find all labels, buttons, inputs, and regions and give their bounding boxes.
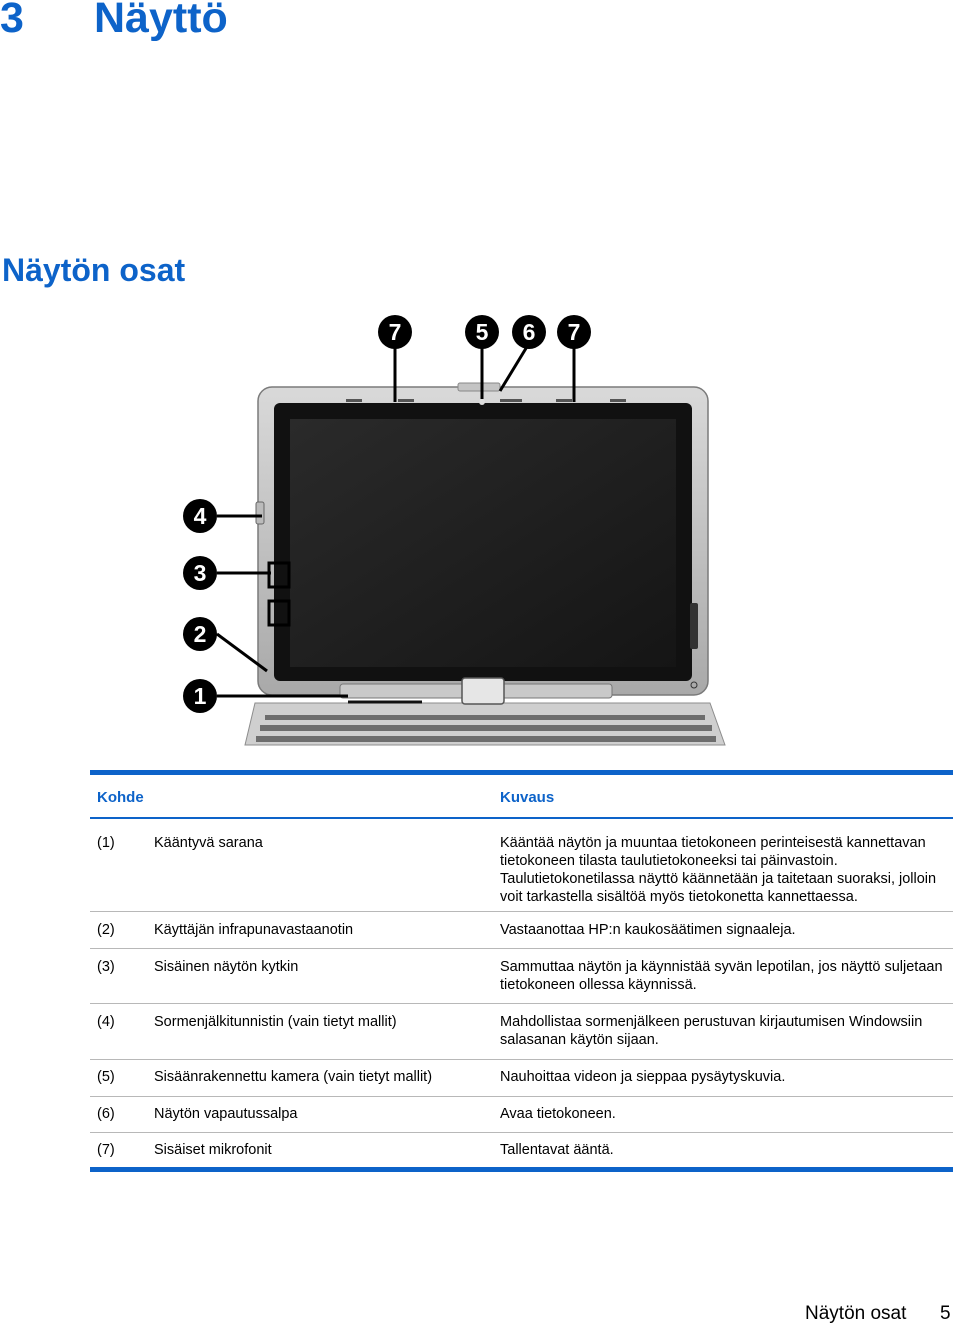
table-header: Kohde Kuvaus [90, 775, 953, 817]
row-number: (6) [97, 1106, 115, 1122]
row-description: Kääntää näytön ja muuntaa tietokoneen pe… [500, 835, 937, 905]
header-rule [90, 817, 953, 819]
callout-7b: 7 [557, 315, 591, 349]
table-row: (2) Käyttäjän infrapunavastaanotin Vasta… [90, 911, 953, 948]
header-description: Kuvaus [500, 789, 555, 806]
row-number: (7) [97, 1142, 115, 1158]
callout-5: 5 [465, 315, 499, 349]
chapter-number: 3 [0, 0, 24, 42]
row-item: Näytön vapautussalpa [154, 1106, 298, 1122]
table-row: (4) Sormenjälkitunnistin (vain tietyt ma… [90, 1003, 953, 1059]
row-number: (5) [97, 1069, 115, 1085]
row-item: Kääntyvä sarana [154, 835, 263, 851]
fingerprint-sensor [255, 501, 265, 525]
footer-section: Näytön osat [805, 1303, 907, 1324]
callout-2: 2 [183, 617, 217, 651]
chapter-heading: 3 Näyttö [0, 0, 228, 43]
callout-6: 6 [512, 315, 546, 349]
callout-1: 1 [183, 679, 217, 713]
svg-text:3: 3 [194, 560, 207, 586]
swivel-hinge [461, 677, 505, 705]
table-top-rule [90, 770, 953, 775]
header-item: Kohde [97, 789, 144, 806]
svg-text:6: 6 [523, 319, 536, 345]
svg-text:7: 7 [568, 319, 581, 345]
row-item: Käyttäjän infrapunavastaanotin [154, 922, 354, 938]
display-switch-top [267, 561, 291, 589]
display-illustration: 7 5 6 7 4 3 2 1 [183, 315, 726, 746]
svg-text:7: 7 [389, 319, 402, 345]
table-row: (3) Sisäinen näytön kytkin Sammuttaa näy… [90, 948, 953, 1003]
table-bottom-rule [90, 1167, 953, 1172]
row-description: Avaa tietokoneen. [500, 1106, 616, 1122]
table-row: (6) Näytön vapautussalpa Avaa tietokonee… [90, 1096, 953, 1132]
chapter-title: Näyttö [94, 0, 228, 42]
display-switch-bottom [267, 599, 291, 627]
svg-text:1: 1 [194, 683, 207, 709]
row-description: Sammuttaa näytön ja käynnistää syvän lep… [500, 959, 943, 993]
row-description: Vastaanottaa HP:n kaukosäätimen signaale… [500, 922, 796, 938]
table-row: (5) Sisäänrakennettu kamera (vain tietyt… [90, 1059, 953, 1096]
components-table: Kohde Kuvaus (1) Kääntyvä sarana Kääntää… [90, 770, 953, 1172]
callout-4: 4 [183, 499, 217, 533]
row-description: Mahdollistaa sormenjälkeen perustuvan ki… [500, 1014, 923, 1048]
row-item: Sisäinen näytön kytkin [154, 959, 299, 975]
row-item: Sisäänrakennettu kamera (vain tietyt mal… [154, 1069, 433, 1085]
row-number: (3) [97, 959, 115, 975]
section-title: Näytön osat [2, 252, 186, 288]
row-number: (1) [97, 835, 115, 851]
row-description: Nauhoittaa videon ja sieppaa pysäytyskuv… [500, 1069, 786, 1085]
callout-3: 3 [183, 556, 217, 590]
callout-7a: 7 [378, 315, 412, 349]
svg-text:4: 4 [194, 503, 207, 529]
latch [457, 382, 501, 392]
table-row: (7) Sisäiset mikrofonit Tallentavat äänt… [90, 1132, 953, 1167]
svg-text:2: 2 [194, 621, 207, 647]
footer-page-number: 5 [940, 1303, 951, 1324]
keyboard-base [244, 702, 726, 746]
row-item: Sormenjälkitunnistin (vain tietyt mallit… [154, 1014, 397, 1030]
svg-text:5: 5 [476, 319, 489, 345]
row-number: (4) [97, 1014, 115, 1030]
row-description: Tallentavat ääntä. [500, 1142, 614, 1158]
table-row: (1) Kääntyvä sarana Kääntää näytön ja mu… [90, 819, 953, 911]
display-screen [290, 419, 676, 667]
row-item: Sisäiset mikrofonit [154, 1142, 272, 1158]
row-number: (2) [97, 922, 115, 938]
camera-lens [479, 399, 485, 405]
side-button [690, 603, 698, 649]
